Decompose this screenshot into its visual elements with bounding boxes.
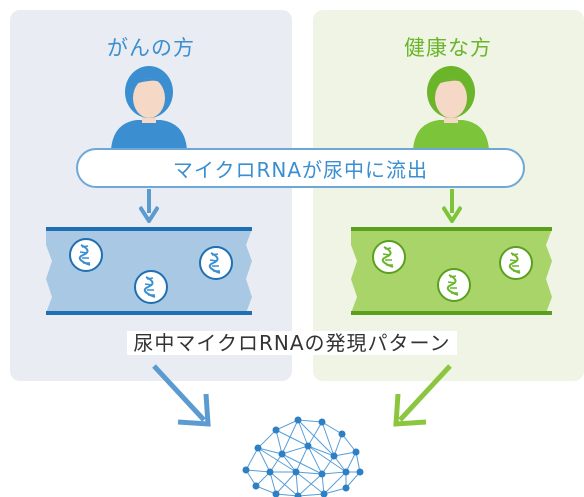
arrow-down-right-icon — [152, 364, 211, 427]
rna-helix-icon — [372, 240, 406, 274]
neural-network-icon — [242, 416, 364, 497]
healthy-urine-vessel — [351, 227, 552, 315]
rna-helix-icon — [499, 246, 533, 280]
expression-pattern-caption: 尿中マイクロRNAの発現パターン — [0, 327, 584, 356]
rna-helix-icon — [69, 238, 103, 272]
arrow-down-left-icon — [393, 364, 452, 427]
rna-helix-icon — [437, 268, 471, 302]
banner-text: マイクロRNAが尿中に流出 — [172, 157, 429, 182]
arrow-down-icon — [442, 189, 462, 223]
healthy-person-heading: 健康な方 — [404, 36, 492, 60]
microrna-outflow-banner: マイクロRNAが尿中に流出 — [76, 148, 525, 188]
rna-helix-icon — [199, 246, 233, 280]
arrow-down-icon — [139, 189, 159, 223]
rna-helix-icon — [134, 270, 168, 304]
cancer-urine-vessel — [46, 227, 252, 315]
cancer-patient-person-icon — [111, 66, 187, 150]
cancer-patient-heading: がんの方 — [107, 36, 195, 60]
healthy-person-icon — [413, 66, 489, 150]
caption-text: 尿中マイクロRNAの発現パターン — [127, 331, 457, 355]
